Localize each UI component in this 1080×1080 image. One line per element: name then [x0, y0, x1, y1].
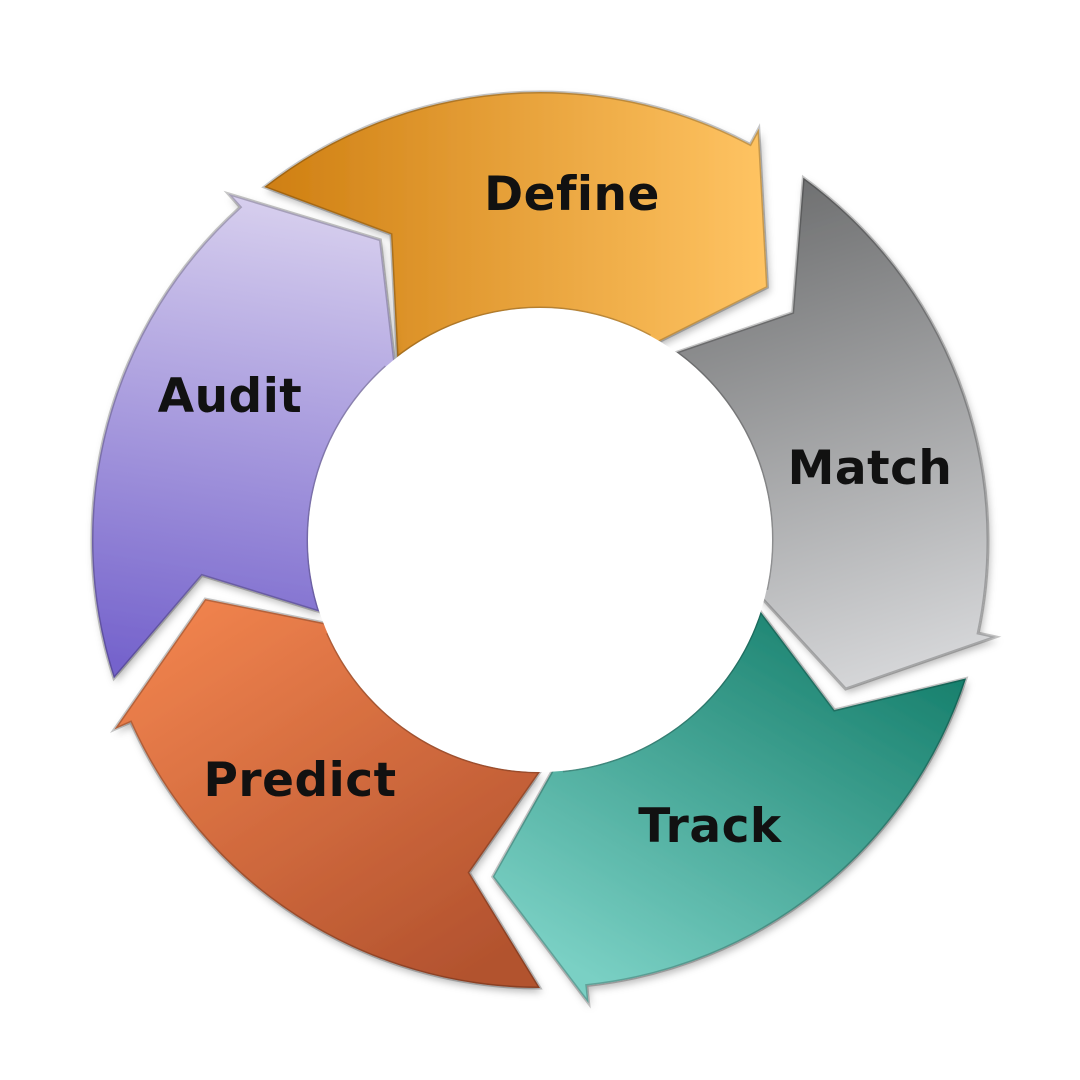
- step-label-audit: Audit: [158, 369, 303, 424]
- segment-arrow-define: [264, 92, 768, 358]
- segment-arrow-match: [676, 177, 996, 689]
- center-hole: [308, 308, 772, 772]
- step-label-match: Match: [788, 441, 953, 496]
- step-label-define: Define: [484, 167, 660, 222]
- segment-arrow-audit: [91, 193, 397, 679]
- segment-arrow-track: [492, 611, 967, 1004]
- step-label-track: Track: [638, 799, 783, 854]
- segments-layer: [90, 90, 1002, 1009]
- labels-layer: Define Match Track Predict Audit: [158, 167, 953, 854]
- step-label-predict: Predict: [203, 753, 396, 808]
- segment-arrow-predict: [114, 599, 541, 989]
